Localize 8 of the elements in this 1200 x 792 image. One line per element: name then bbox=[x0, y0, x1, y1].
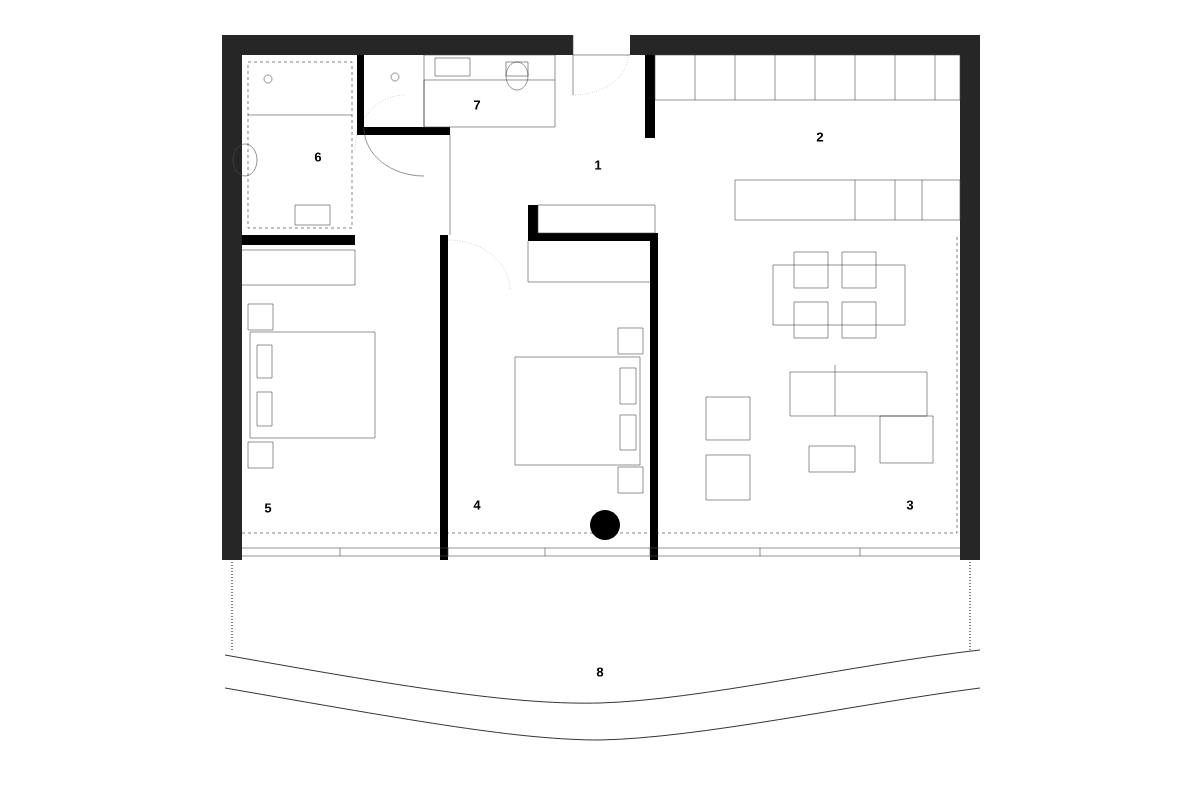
room-number: 8 bbox=[596, 667, 604, 677]
room-number: 3 bbox=[906, 500, 914, 510]
room-number: 5 bbox=[264, 503, 272, 513]
room-number: 2 bbox=[816, 132, 824, 142]
room-number: 7 bbox=[473, 100, 481, 110]
room-number: 4 bbox=[473, 500, 481, 510]
room-number: 1 bbox=[595, 160, 602, 170]
room-number: 6 bbox=[314, 152, 322, 162]
